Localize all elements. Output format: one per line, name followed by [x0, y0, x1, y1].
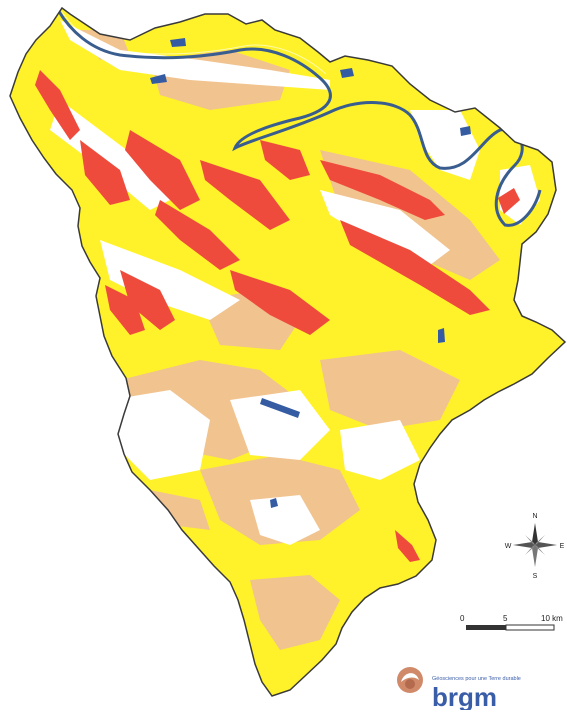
compass-label-north: N	[532, 513, 537, 520]
low-zone-east-plateau	[320, 190, 450, 265]
low-zone-south-west-plateau	[110, 390, 210, 480]
brgm-logo-wordmark: brgm	[432, 682, 497, 710]
very-high-zone-south-east	[395, 530, 420, 562]
low-zone-valley-centre	[100, 240, 240, 320]
low-zone-south-east	[340, 420, 420, 480]
department-outline	[9, 6, 567, 697]
scale-bar-label-start: 0	[460, 614, 465, 623]
medium-zone-south-tip	[250, 575, 340, 650]
seine-river-bank	[61, 11, 327, 75]
very-high-zone-east-ridge	[320, 160, 445, 220]
low-zone-south-centre-2	[250, 495, 320, 545]
very-high-zone-north-west	[35, 70, 80, 140]
very-high-zone-west-2	[125, 130, 200, 210]
compass-needle-ne	[535, 535, 545, 545]
compass-needle-sw	[525, 545, 535, 555]
low-zone-south	[230, 390, 330, 460]
very-high-zone-centre-1	[155, 200, 240, 270]
brgm-logo-icon	[397, 667, 423, 693]
compass-label-south: S	[533, 573, 538, 580]
scale-bar-label-mid: 5	[503, 614, 508, 623]
very-high-zone-west-1	[80, 140, 130, 205]
scale-bar-label-end: 10 km	[541, 614, 563, 623]
scale-bar-segment-2	[505, 624, 555, 631]
water-body-south-centre	[260, 398, 300, 418]
compass-needle-east	[535, 542, 557, 548]
compass-needle-se	[535, 545, 545, 555]
medium-zone-south-pockets	[150, 490, 210, 530]
very-high-zone-centre-4	[120, 270, 175, 330]
brgm-logo-tagline: Géosciences pour une Terre durable	[432, 676, 521, 682]
very-high-zone-centre-3	[230, 270, 330, 335]
water-body-east	[460, 126, 471, 136]
low-zone-north-valley	[50, 100, 170, 210]
very-high-hazard-zones	[35, 70, 520, 562]
scale-bar: 0 5 10 km	[460, 614, 563, 631]
compass-needle-north	[532, 523, 538, 545]
medium-zone-south-east	[320, 350, 460, 430]
scale-bar-segment-1	[466, 625, 506, 630]
hazard-zones	[35, 9, 542, 650]
water-body-east-2	[438, 328, 445, 343]
compass-rose-icon: N S E W	[505, 513, 565, 580]
very-high-zone-east-meander	[498, 188, 520, 214]
water-body-south	[270, 498, 278, 508]
compass-label-east: E	[560, 543, 565, 550]
brgm-logo: Géosciences pour une Terre durable brgm	[397, 667, 521, 712]
water-body-north-centre	[150, 74, 167, 84]
water-bodies	[150, 38, 471, 508]
very-high-zone-east-ridge-2	[340, 220, 490, 315]
water-body-meander	[340, 68, 354, 78]
very-high-zone-centre-5	[260, 140, 310, 180]
very-high-zone-south-west	[105, 285, 145, 335]
compass-needle-south	[532, 545, 538, 567]
compass-needle-west	[513, 542, 535, 548]
water-body-north-west	[170, 38, 186, 47]
seine-river	[56, 9, 542, 227]
low-zone-river-strip	[60, 20, 330, 90]
compass-label-west: W	[505, 543, 512, 550]
compass-needle-nw	[525, 535, 535, 545]
very-high-zone-centre-2	[200, 160, 290, 230]
